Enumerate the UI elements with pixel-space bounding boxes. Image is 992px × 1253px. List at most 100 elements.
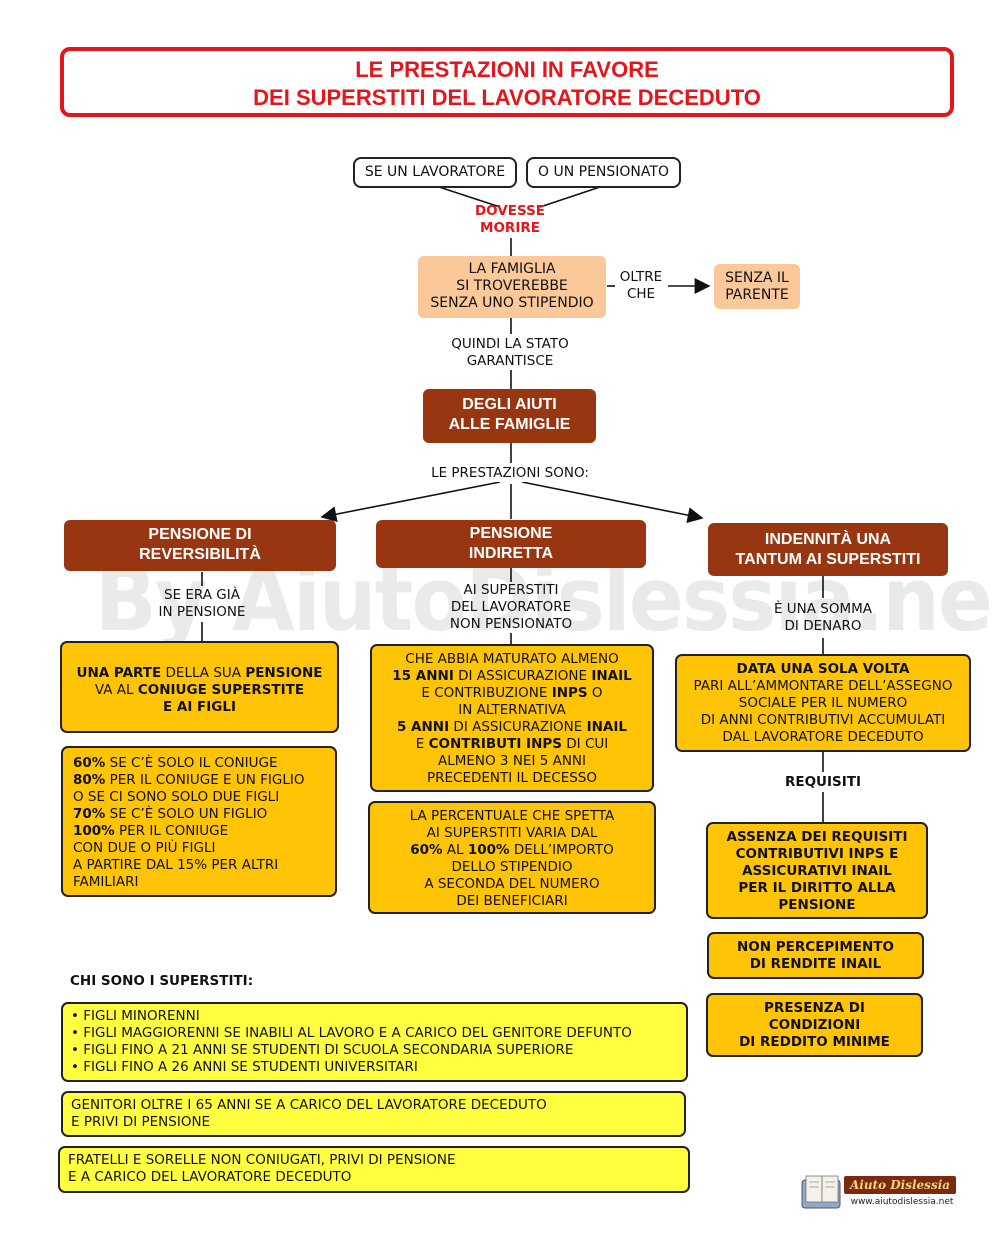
indirect-condition: AI SUPERSTITI DEL LAVORATORE NON PENSION…	[430, 582, 592, 633]
reversibility-condition: SE ERA GIÀ IN PENSIONE	[142, 587, 262, 621]
indirect-title-2: INDIRETTA	[468, 545, 554, 562]
indirect-cond-2: DEL LAVORATORE	[450, 599, 572, 615]
reversibility-part-box: UNA PARTE DELLA SUA PENSIONE VA AL CONIU…	[60, 641, 339, 733]
requirements-label: REQUISITI	[784, 774, 862, 790]
indirect-requirements-box: CHE ABBIA MATURATO ALMENO 15 ANNI DI ASS…	[370, 644, 654, 792]
indirect-header: PENSIONE INDIRETTA	[376, 520, 646, 568]
pct-line: 80% PER IL CONIUGE E UN FIGLIO	[73, 772, 305, 788]
besides-line-1: OLTRE	[619, 269, 663, 285]
children-item: • FIGLI FINO A 21 ANNI SE STUDENTI DI SC…	[71, 1042, 574, 1058]
pct-line: 100% PER IL CONIUGE	[73, 823, 229, 839]
desc-line-3: SOCIALE PER IL NUMERO	[738, 695, 908, 711]
survivors-heading: CHI SONO I SUPERSTITI:	[70, 973, 254, 989]
req-line-2: 15 ANNI DI ASSICURAZIONE INAIL	[392, 668, 632, 684]
part-line-3: E AI FIGLI	[162, 699, 237, 715]
desc-line-5: DAL LAVORATORE DECEDUTO	[722, 729, 924, 745]
pct-line: O SE CI SONO SOLO DUE FIGLI	[73, 789, 280, 805]
siblings-line: E A CARICO DEL LAVORATORE DECEDUTO	[68, 1169, 352, 1185]
ipct-line-4: DELLO STIPENDIO	[451, 859, 573, 875]
state-label: QUINDI LA STATO GARANTISCE	[420, 336, 600, 370]
ipct-line-2: AI SUPERSTITI VARIA DAL	[426, 825, 598, 841]
req-line-4: IN ALTERNATIVA	[458, 702, 566, 718]
indirect-cond-3: NON PENSIONATO	[449, 616, 573, 632]
connector-pensioner	[539, 185, 604, 208]
requirement-box-2: NON PERCEPIMENTO DI RENDITE INAIL	[707, 932, 924, 979]
req2-line: DI RENDITE INAIL	[749, 956, 882, 972]
una-tantum-description-box: DATA UNA SOLA VOLTA PARI ALL’AMMONTARE D…	[675, 654, 971, 752]
una-tantum-title-1: INDENNITÀ UNA	[764, 531, 892, 548]
ipct-line-1: LA PERCENTUALE CHE SPETTA	[409, 808, 615, 824]
req1-line: ASSENZA DEI REQUISITI	[726, 829, 908, 845]
req3-line: CONDIZIONI	[768, 1017, 861, 1033]
reversibility-percentages-box: 60% SE C’È SOLO IL CONIUGE 80% PER IL CO…	[61, 746, 337, 897]
family-box: LA FAMIGLIA SI TROVEREBBE SENZA UNO STIP…	[418, 256, 606, 318]
book-icon	[801, 1175, 841, 1209]
una-tantum-title-2: TANTUM AI SUPERSTITI	[735, 551, 921, 568]
die-line-1: DOVESSE	[474, 203, 546, 219]
state-line-1: QUINDI LA STATO	[451, 336, 569, 352]
reversibility-cond-2: IN PENSIONE	[158, 604, 246, 620]
reversibility-header: PENSIONE DI REVERSIBILITÀ	[64, 520, 336, 571]
page-title: LE PRESTAZIONI IN FAVORE DEI SUPERSTITI …	[60, 47, 954, 117]
logo-name: Aiuto Dislessia	[844, 1176, 956, 1194]
part-line-1: UNA PARTE DELLA SUA PENSIONE	[76, 665, 323, 681]
requirement-box-1: ASSENZA DEI REQUISITI CONTRIBUTIVI INPS …	[706, 822, 928, 919]
desc-line-1: DATA UNA SOLA VOLTA	[736, 661, 910, 677]
req-line-5: 5 ANNI DI ASSICURAZIONE INAIL	[396, 719, 628, 735]
without-line-1: SENZA IL	[725, 270, 789, 286]
without-parent-box: SENZA IL PARENTE	[714, 264, 800, 309]
requirement-box-3: PRESENZA DI CONDIZIONI DI REDDITO MINIME	[706, 993, 923, 1057]
req3-line: PRESENZA DI	[764, 1000, 865, 1016]
req-line-6: E CONTRIBUTI INPS DI CUI	[415, 736, 609, 752]
una-tantum-cond-1: È UNA SOMMA	[773, 601, 873, 617]
reversibility-title-1: PENSIONE DI	[148, 526, 252, 543]
req3-line: DI REDDITO MINIME	[739, 1034, 890, 1050]
arrow-to-una-tantum	[521, 481, 704, 524]
req1-line: PENSIONE	[778, 897, 856, 913]
aiuto-dislessia-logo: Aiuto Dislessia www.aiutodislessia.net	[800, 1172, 960, 1214]
req1-line: PER IL DIRITTO ALLA	[738, 880, 896, 896]
children-item: • FIGLI FINO A 26 ANNI SE STUDENTI UNIVE…	[71, 1059, 418, 1075]
pct-line: A PARTIRE DAL 15% PER ALTRI	[73, 857, 279, 873]
una-tantum-cond-2: DI DENARO	[784, 618, 862, 634]
arrow-to-reversibility	[320, 481, 501, 523]
part-line-2: VA AL CONIUGE SUPERSTITE	[94, 682, 305, 698]
parents-line: E PRIVI DI PENSIONE	[71, 1114, 211, 1130]
title-line-2: DEI SUPERSTITI DEL LAVORATORE DECEDUTO	[253, 85, 761, 110]
logo-url: www.aiutodislessia.net	[850, 1197, 954, 1207]
req2-line: NON PERCEPIMENTO	[737, 939, 894, 955]
children-item: • FIGLI MINORENNI	[71, 1008, 200, 1024]
req-line-3: E CONTRIBUZIONE INPS O	[421, 685, 603, 701]
benefits-label: LE PRESTAZIONI SONO:	[410, 465, 610, 482]
pensioner-box: O UN PENSIONATO	[526, 157, 681, 188]
besides-label: OLTRE CHE	[612, 269, 670, 303]
without-line-2: PARENTE	[725, 287, 789, 303]
survivors-parents-box: GENITORI OLTRE I 65 ANNI SE A CARICO DEL…	[61, 1091, 686, 1137]
aid-line-2: ALLE FAMIGLIE	[448, 416, 571, 433]
survivors-children-box: • FIGLI MINORENNI • FIGLI MAGGIORENNI SE…	[61, 1002, 688, 1082]
connector-worker	[435, 185, 501, 208]
state-line-2: GARANTISCE	[466, 353, 554, 369]
siblings-line: FRATELLI E SORELLE NON CONIUGATI, PRIVI …	[68, 1152, 456, 1168]
req-line-1: CHE ABBIA MATURATO ALMENO	[405, 651, 619, 667]
indirect-cond-1: AI SUPERSTITI	[463, 582, 559, 598]
children-item: • FIGLI MAGGIORENNI SE INABILI AL LAVORO…	[71, 1025, 632, 1041]
indirect-percentage-box: LA PERCENTUALE CHE SPETTA AI SUPERSTITI …	[368, 801, 656, 914]
pct-line: FAMILIARI	[73, 874, 139, 890]
req-line-8: PRECEDENTI IL DECESSO	[427, 770, 597, 786]
req1-line: ASSICURATIVI INAIL	[742, 863, 892, 879]
una-tantum-condition: È UNA SOMMA DI DENARO	[748, 601, 898, 635]
survivors-siblings-box: FRATELLI E SORELLE NON CONIUGATI, PRIVI …	[58, 1146, 690, 1193]
family-line-2: SI TROVEREBBE	[456, 278, 568, 294]
reversibility-title-2: REVERSIBILITÀ	[139, 546, 261, 563]
family-line-1: LA FAMIGLIA	[468, 261, 556, 277]
reversibility-cond-1: SE ERA GIÀ	[164, 587, 240, 603]
una-tantum-header: INDENNITÀ UNA TANTUM AI SUPERSTITI	[708, 523, 948, 576]
pct-line: CON DUE O PIÙ FIGLI	[73, 840, 216, 856]
aid-line-1: DEGLI AIUTI	[462, 396, 557, 413]
die-label: DOVESSE MORIRE	[450, 203, 570, 237]
pct-line: 70% SE C’È SOLO UN FIGLIO	[73, 806, 268, 822]
pct-line: 60% SE C’È SOLO IL CONIUGE	[73, 755, 278, 771]
ipct-line-5: A SECONDA DEL NUMERO	[424, 876, 600, 892]
req-line-7: ALMENO 3 NEI 5 ANNI	[437, 753, 587, 769]
